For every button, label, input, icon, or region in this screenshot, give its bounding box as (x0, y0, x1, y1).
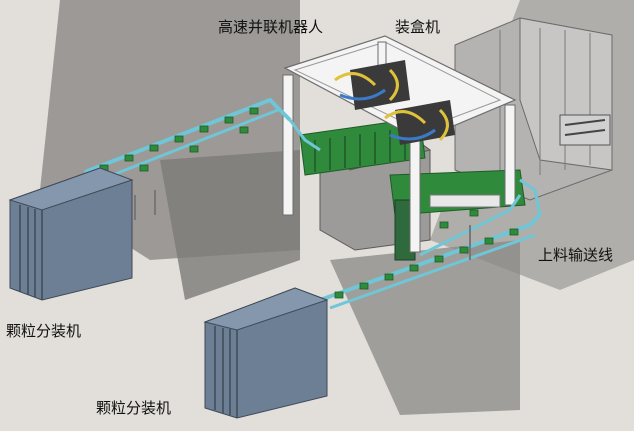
processing-block (299, 117, 526, 261)
conveyor-upper-modules (99, 107, 259, 172)
label-packer-left: 颗粒分装机 (6, 322, 82, 340)
support-posts (134, 190, 471, 260)
label-feed-line: 上料输送线 (538, 246, 614, 264)
conveyor-lower-modules (334, 209, 519, 299)
label-robot: 高速并联机器人 (218, 18, 324, 36)
robot-frame (282, 35, 517, 253)
packer-lower (203, 287, 329, 419)
label-packer-lower: 颗粒分装机 (96, 399, 172, 417)
packer-left (8, 167, 134, 301)
label-boxer: 装盒机 (395, 18, 441, 36)
boxing-machine (454, 17, 613, 201)
